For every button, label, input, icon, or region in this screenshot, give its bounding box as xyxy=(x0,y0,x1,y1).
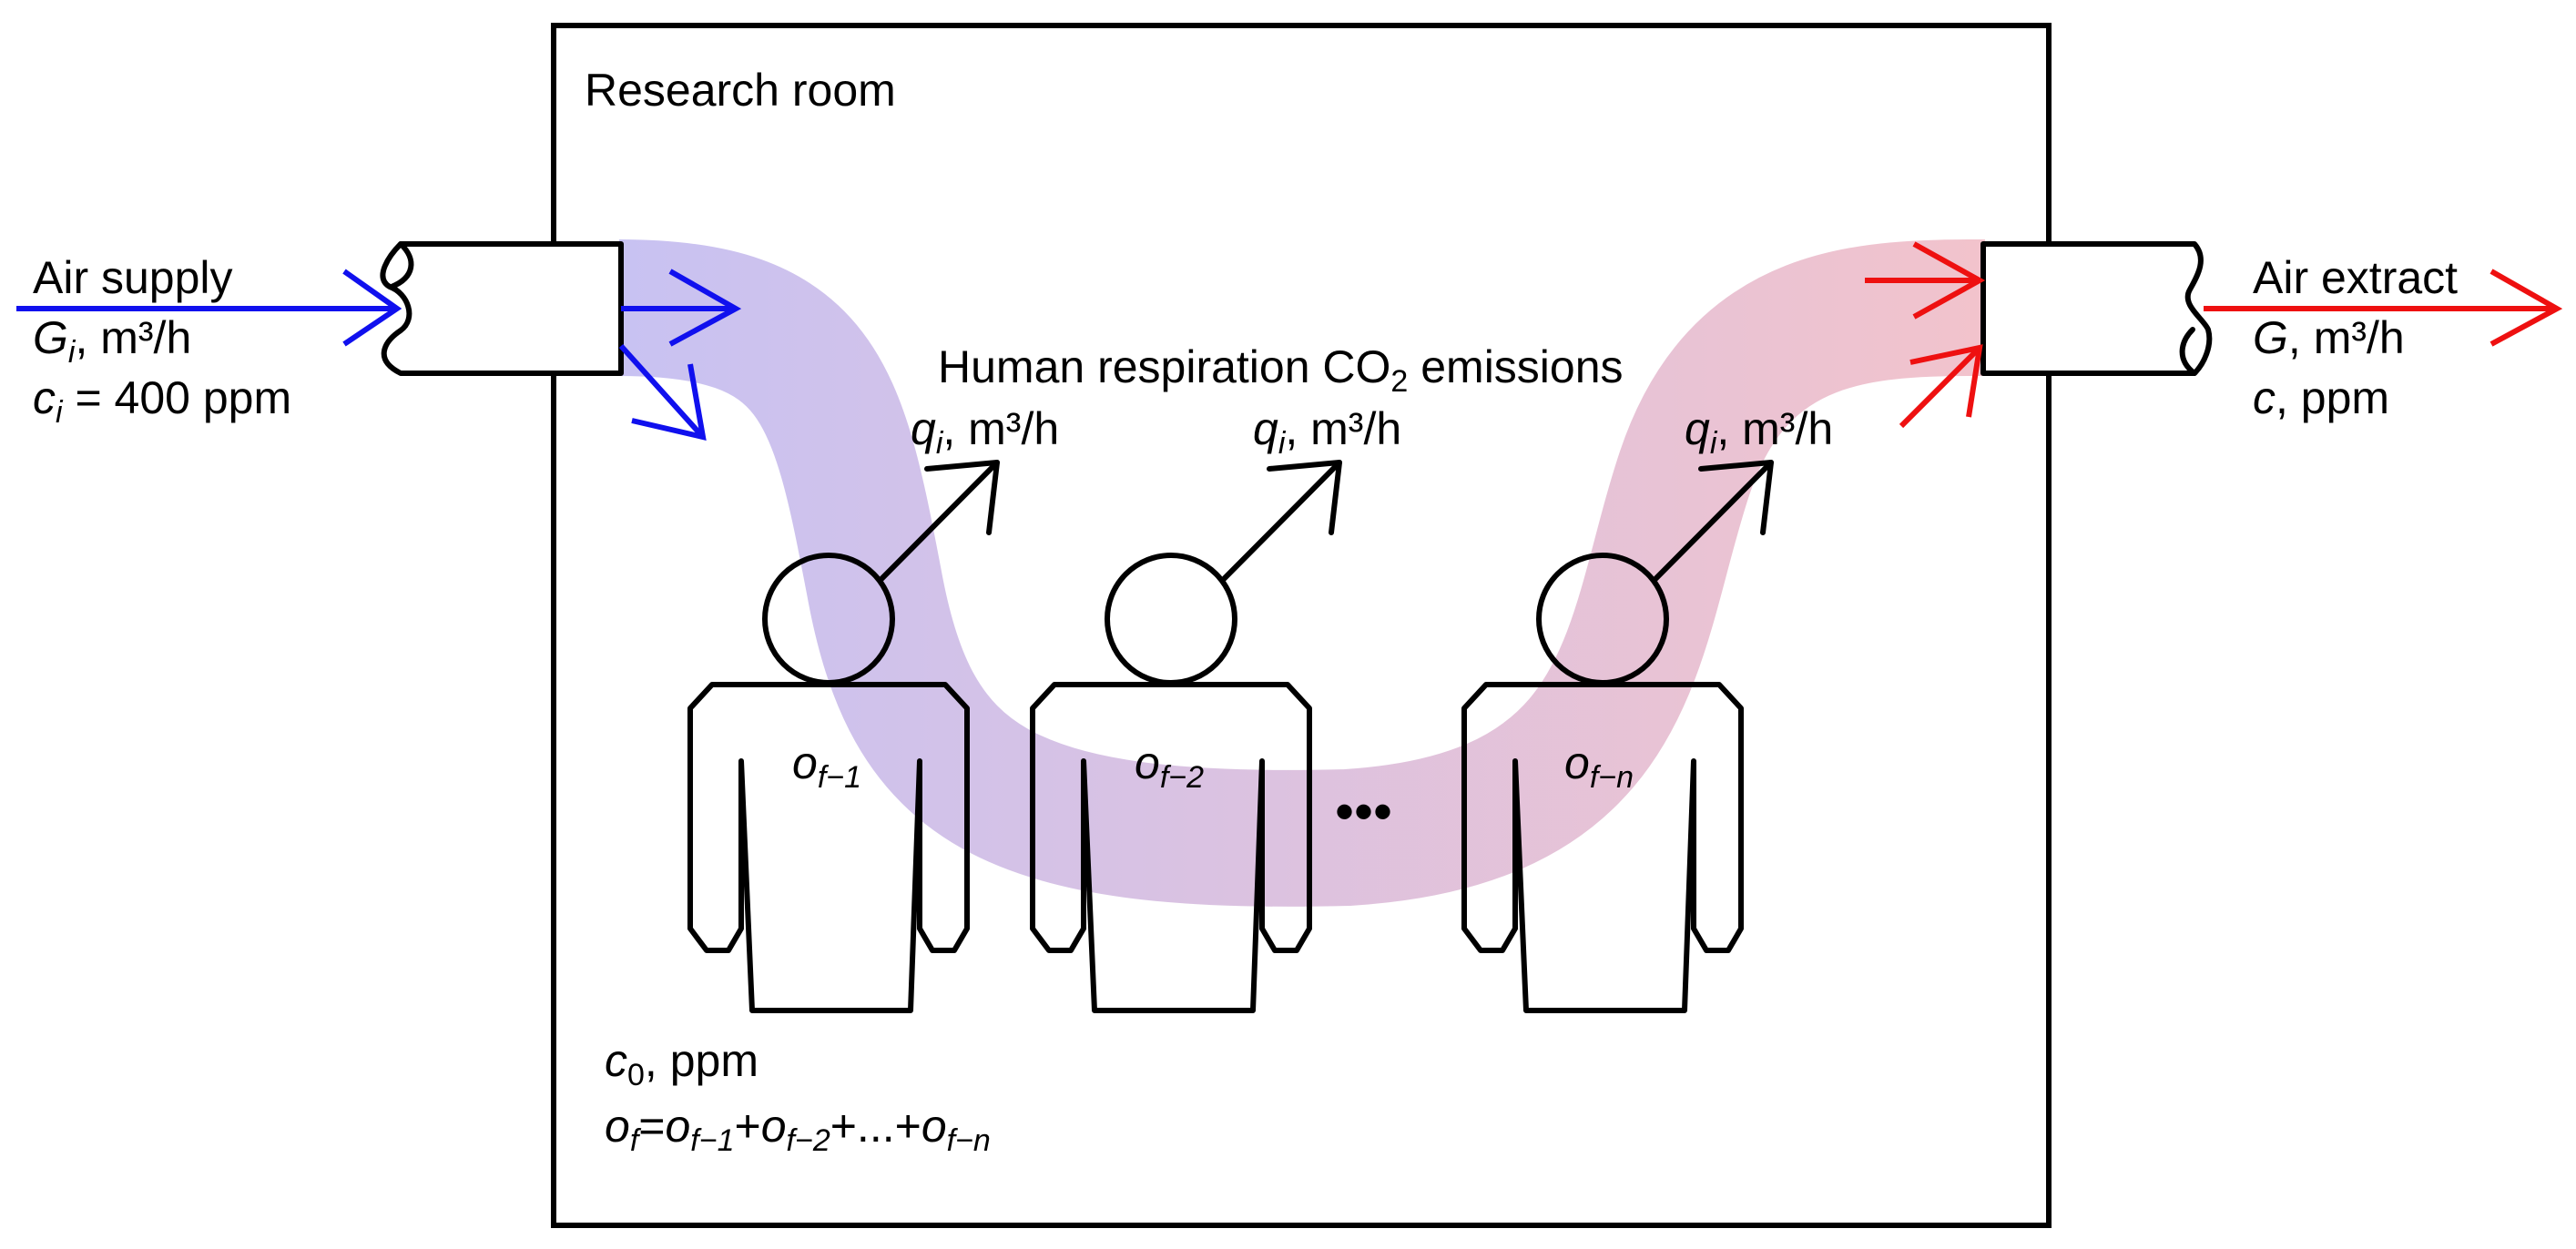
extract-duct xyxy=(1980,241,2213,376)
airflow-band xyxy=(618,239,1986,907)
extract-conc-label: c, ppm xyxy=(2253,372,2389,423)
supply-arrows xyxy=(16,269,742,441)
research-room-box xyxy=(551,23,2052,1228)
emission-rate-label-3: qi, m³/h xyxy=(1685,403,1833,461)
person-2 xyxy=(1030,460,1342,1013)
supply-title: Air supply xyxy=(33,252,233,303)
supply-flow-label: Gi, m³/h xyxy=(33,312,191,370)
extract-title: Air extract xyxy=(2253,252,2458,303)
ellipsis: ••• xyxy=(1335,781,1392,842)
emission-rate-label-2: qi, m³/h xyxy=(1253,403,1401,461)
supply-conc-label: ci = 400 ppm xyxy=(33,372,291,430)
person-1-label: of−1 xyxy=(792,737,861,795)
initial-conc-label: c0, ppm xyxy=(605,1035,759,1092)
emissions-title: Human respiration CO2 emissions xyxy=(938,341,1624,399)
person-n-label: of−n xyxy=(1564,737,1634,795)
occupancy-formula: of=of−1+of−2+...+of−n xyxy=(605,1101,991,1158)
extract-arrows xyxy=(1865,241,2563,429)
person-n xyxy=(1461,460,1774,1013)
extract-flow-label: G, m³/h xyxy=(2253,312,2405,363)
supply-duct xyxy=(380,241,624,376)
room-title: Research room xyxy=(585,65,896,116)
person-2-label: of−2 xyxy=(1135,737,1204,795)
person-1 xyxy=(687,460,1000,1013)
emission-rate-label-1: qi, m³/h xyxy=(911,403,1059,461)
